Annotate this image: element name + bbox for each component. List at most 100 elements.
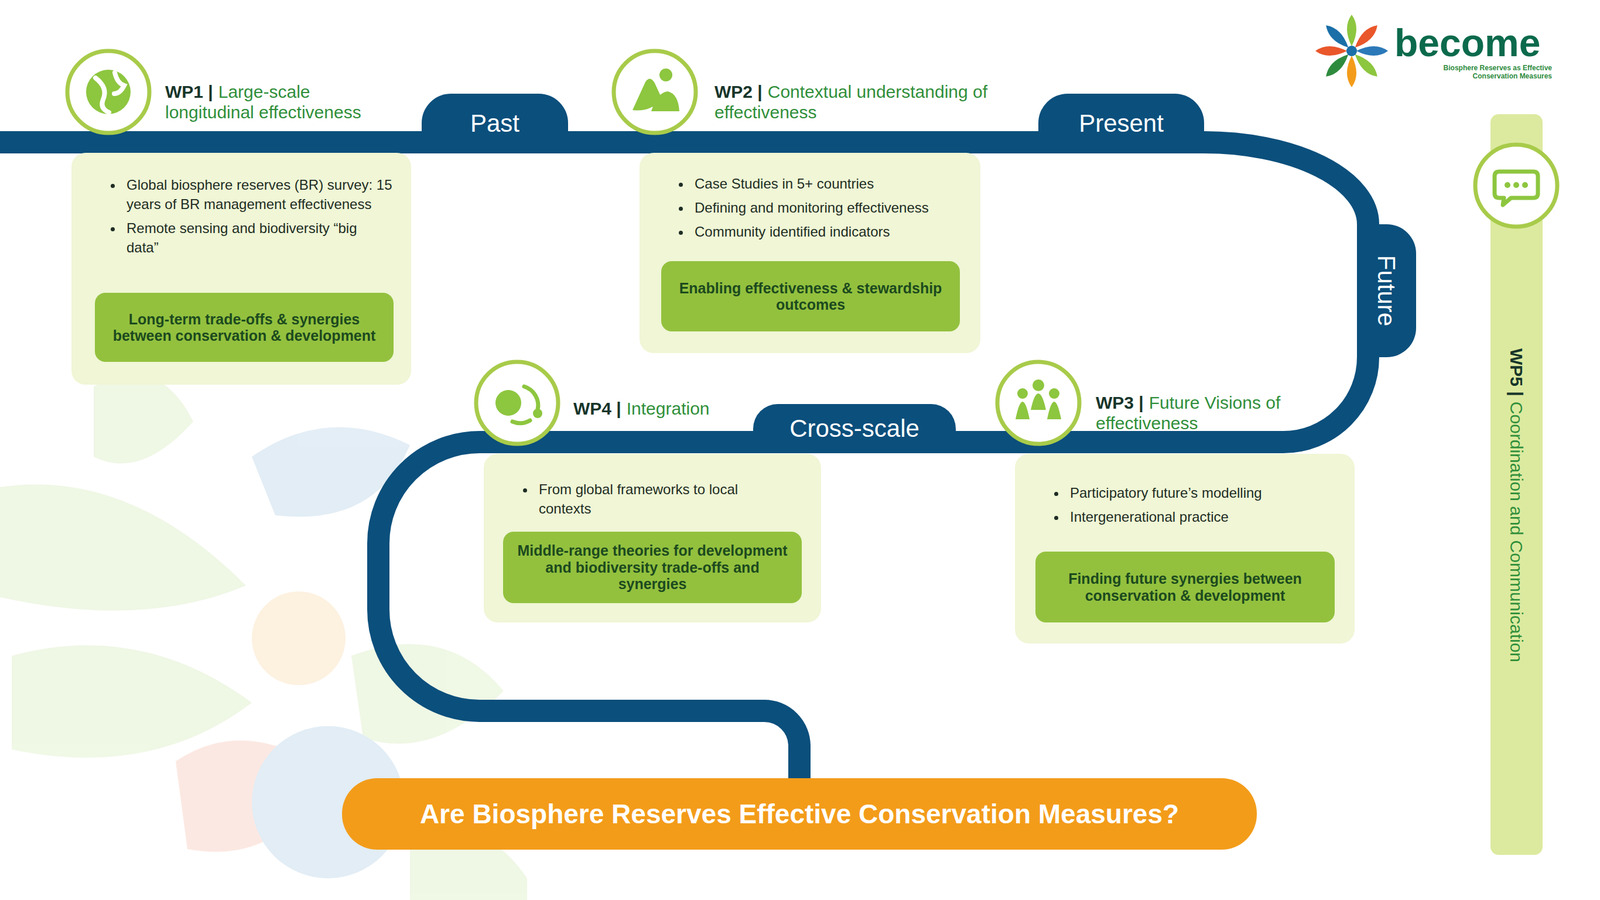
svg-shape: [11, 645, 252, 758]
bullet-list: From global frameworks to local contexts: [518, 479, 782, 523]
svg-shape: [512, 420, 531, 424]
bullet-text: Defining and monitoring effectiveness: [694, 199, 929, 216]
logo-subtitle-text: Biosphere Reserves as Effective Conserva…: [1443, 63, 1552, 81]
svg-shape: [651, 91, 680, 112]
bullet-text: Global biosphere reserves (BR) survey: 1…: [126, 176, 393, 213]
svg-shape: [532, 408, 543, 419]
svg-shape: [1522, 182, 1528, 188]
bullet-item: Intergenerational practice: [1066, 507, 1336, 527]
wp-heading: WP2 |Contextual understanding of effecti…: [714, 81, 996, 123]
svg-shape: [997, 361, 1080, 444]
logo-word: become: [1394, 23, 1541, 63]
wp3-icon: [997, 361, 1080, 444]
bullet-text: Participatory future’s modelling: [1069, 484, 1263, 501]
svg-shape: [1475, 144, 1558, 227]
bullet-item: Defining and monitoring effectiveness: [691, 197, 973, 218]
svg-shape: [495, 390, 522, 416]
wp-panel: WP1 |Large-scale longitudinal effectiven…: [71, 152, 412, 385]
svg-shape: [1346, 45, 1357, 57]
road-start: [0, 131, 425, 154]
svg-shape: [1315, 46, 1347, 56]
bullet-item: Global biosphere reserves (BR) survey: 1…: [122, 175, 393, 214]
bullet-item: Case Studies in 5+ countries: [691, 173, 973, 194]
tab-label: Present: [1078, 109, 1164, 138]
road-segment: [568, 131, 1039, 154]
wp-number: WP4 |: [573, 398, 622, 419]
svg-shape: [251, 591, 346, 686]
wp-heading: WP3 |Future Visions of effectiveness: [1095, 392, 1342, 434]
svg-shape: [95, 72, 125, 113]
svg-shape: [93, 374, 194, 464]
svg-shape: [1048, 388, 1060, 399]
svg-shape: [1494, 171, 1538, 205]
wp-heading: WP1 |Large-scale longitudinal effectiven…: [165, 81, 400, 123]
bullet-list: Global biosphere reserves (BR) survey: 1…: [106, 175, 393, 262]
bullet-text: From global frameworks to local contexts: [538, 481, 738, 517]
svg-shape: [1322, 22, 1352, 51]
svg-shape: [1017, 388, 1028, 399]
wp1-icon: [67, 50, 150, 133]
timeline-tab: Present: [1038, 93, 1205, 154]
question-text: Are Biosphere Reserves Effective Conserv…: [419, 798, 1179, 830]
outcome-text: Long-term trade-offs & synergies between…: [107, 310, 381, 345]
question-pill: Are Biosphere Reserves Effective Conserv…: [342, 778, 1257, 850]
svg-shape: [659, 68, 673, 82]
svg-shape: [1504, 182, 1511, 188]
timeline-tab: Cross-scale: [753, 404, 956, 454]
tab-label: Future: [1372, 255, 1401, 327]
bullet-text: Community identified indicators: [694, 223, 890, 240]
rotated-label: WP5 | Coordination and Communication: [1490, 348, 1543, 844]
road-segment: [1204, 142, 1369, 225]
timeline-tab: Past: [421, 93, 569, 154]
bullet-list: Participatory future’s modellingIntergen…: [1050, 483, 1336, 532]
wp-title: Integration: [626, 398, 710, 419]
logo-flower: [1315, 14, 1388, 88]
bullet-text: Intergenerational practice: [1069, 508, 1229, 525]
outcome-box: Finding future synergies between conserv…: [1035, 551, 1335, 623]
outcome-text: Enabling effectiveness & stewardship out…: [674, 279, 947, 314]
svg-shape: [1015, 401, 1030, 420]
svg-shape: [0, 484, 246, 611]
wp-panel: WP2 |Contextual understanding of effecti…: [639, 152, 981, 354]
bullet-item: Participatory future’s modelling: [1066, 483, 1336, 503]
outcome-box: Enabling effectiveness & stewardship out…: [661, 261, 960, 332]
wp-number: WP1 |: [165, 81, 214, 102]
svg-shape: [1032, 379, 1045, 392]
tab-label: Cross-scale: [789, 414, 920, 443]
bullet-text: Remote sensing and biodiversity “big dat…: [126, 220, 358, 256]
wp-panel: WP3 |Future Visions of effectivenessPart…: [1014, 453, 1355, 644]
wp-number: WP2 |: [714, 81, 763, 102]
wp4-icon: [476, 361, 559, 444]
outcome-text: Middle-range theories for development an…: [515, 542, 789, 593]
wp-title: Coordination and Communication: [1506, 401, 1527, 663]
svg-shape: [1047, 401, 1062, 420]
tab-label: Past: [470, 109, 520, 138]
logo-text: become: [1394, 21, 1541, 65]
bullet-list: Case Studies in 5+ countriesDefining and…: [674, 173, 973, 246]
wp2-icon: [613, 50, 696, 133]
outcome-box: Middle-range theories for development an…: [503, 531, 802, 604]
outcome-text: Finding future synergies between conserv…: [1048, 570, 1322, 604]
wp-panel: WP4 |IntegrationFrom global frameworks t…: [483, 453, 822, 623]
rotated-label: Future: [1356, 224, 1417, 358]
svg-shape: [1513, 182, 1520, 188]
svg-shape: [1346, 55, 1357, 88]
bullet-item: Community identified indicators: [691, 221, 973, 242]
logo-subtitle: Biosphere Reserves as Effective Conserva…: [1420, 64, 1552, 81]
timeline-tab: Future: [1356, 224, 1417, 358]
svg-shape: [476, 361, 559, 444]
wp-number: WP5 |: [1506, 348, 1527, 397]
svg-shape: [1346, 14, 1357, 47]
outcome-box: Long-term trade-offs & synergies between…: [94, 292, 394, 362]
wp5-icon: [1469, 139, 1564, 234]
svg-shape: [86, 69, 131, 115]
bullet-text: Case Studies in 5+ countries: [694, 175, 874, 192]
bullet-item: Remote sensing and biodiversity “big dat…: [122, 218, 393, 258]
svg-shape: [67, 50, 150, 133]
bullet-item: From global frameworks to local contexts: [535, 479, 782, 519]
svg-shape: [1356, 46, 1388, 56]
svg-shape: [524, 386, 539, 410]
svg-shape: [613, 50, 696, 133]
svg-shape: [1030, 393, 1046, 410]
